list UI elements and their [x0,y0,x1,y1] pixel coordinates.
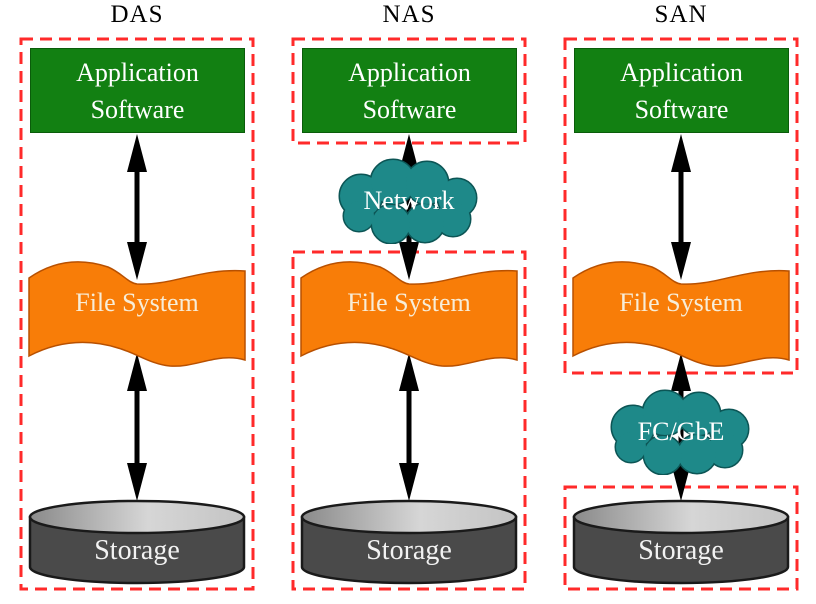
san-storage-label: Storage [638,535,724,566]
san-app-fs-arrow [671,134,691,280]
nas-network-cloud [338,158,478,244]
san-app-fs-arrow-shape [671,134,691,280]
san-column-title: SAN [654,1,708,28]
san-fcgbe-cloud-fill [612,391,748,474]
nas-storage-label: Storage [366,535,452,566]
das-storage-cylinder [28,499,246,585]
das-storage-cylinder-top [28,499,246,535]
nas-fs-storage-arrow [399,353,419,501]
san-file-system-shape [572,261,790,367]
san-application-software-label: Application Software [620,57,743,124]
das-boundary-box [19,37,255,591]
san-storage-cylinder-body [572,515,790,585]
nas-storage-cylinder-body [300,515,518,585]
nas-file-system-wave-path [300,261,518,367]
das-fs-storage-arrow [127,353,147,501]
nas-fs-storage-arrow-shape [399,353,419,501]
das-application-software-label: Application Software [76,57,199,124]
san-file-system-wave-path [572,261,790,367]
nas-host-boundary-box [291,37,527,145]
das-file-system-shape [28,261,246,367]
nas-file-system-shape [300,261,518,367]
nas-network-cloud-label: Network [363,186,455,215]
san-storage-cylinder-top [572,499,790,535]
das-column-title: DAS [110,1,164,28]
nas-network-cloud-fill [340,160,476,243]
das-file-system-wave-path [28,261,246,367]
das-app-fs-arrow [127,134,147,280]
nas-application-software-box: Application Software [302,48,517,133]
das-application-software-box: Application Software [30,48,245,133]
san-file-system-label: File System [619,288,743,317]
san-fcgbe-cloud-label: FC/GbE [637,417,725,446]
das-app-fs-arrow-shape [127,134,147,280]
nas-file-system-label: File System [347,288,471,317]
nas-column-title: NAS [382,1,436,28]
san-application-software-box: Application Software [574,48,789,133]
das-storage-cylinder-body [28,515,246,585]
das-storage-label: Storage [94,535,180,566]
nas-storage-cylinder-top [300,499,518,535]
nas-application-software-label: Application Software [348,57,471,124]
das-fs-storage-arrow-shape [127,353,147,501]
san-fcgbe-cloud [610,389,750,475]
nas-storage-cylinder [300,499,518,585]
das-file-system-label: File System [75,288,199,317]
san-host-boundary-box [563,37,799,375]
san-storage-cylinder [572,499,790,585]
